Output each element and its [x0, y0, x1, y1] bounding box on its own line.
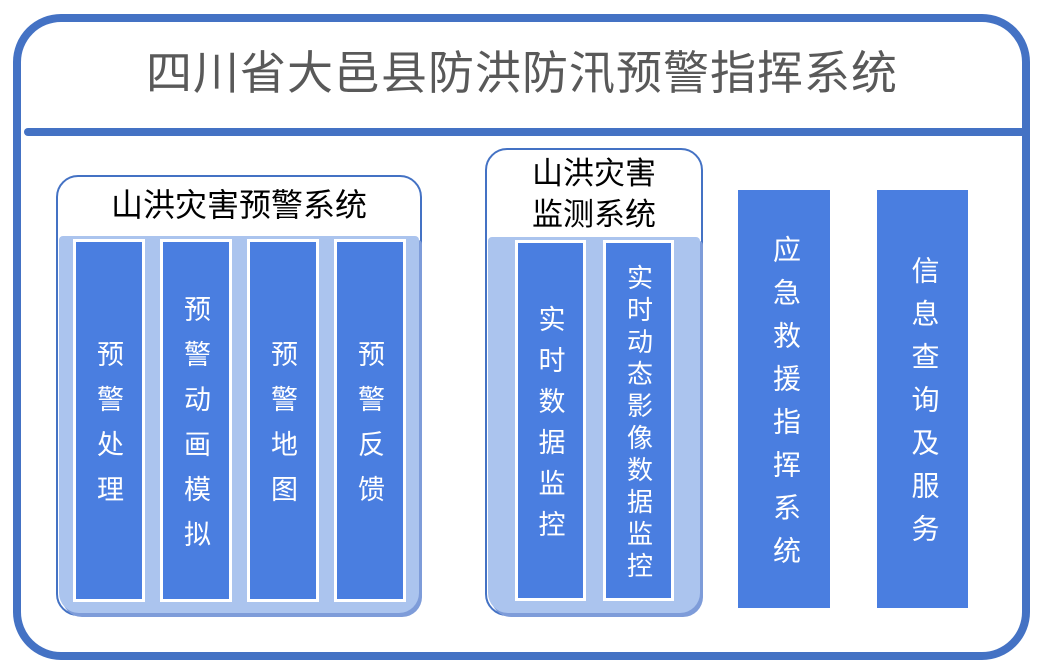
bar-warning-processing: 预警处理	[72, 239, 145, 602]
monitoring-system-bars-container: 实时数据监控 实时动态影像数据监控	[488, 237, 700, 613]
page-title: 四川省大邑县防洪防汛预警指挥系统	[146, 47, 898, 99]
bar-realtime-data-monitoring: 实时数据监控	[514, 240, 586, 601]
bar-label: 实时动态影像数据监控	[623, 263, 653, 584]
monitoring-title-line-1: 山洪灾害	[532, 156, 656, 191]
bar-label: 实时数据监控	[534, 304, 565, 551]
bar-label: 预警动画模拟	[180, 294, 210, 565]
bar-warning-animation-simulation: 预警动画模拟	[159, 239, 232, 602]
monitoring-system-box-title: 山洪灾害 监测系统	[487, 150, 701, 236]
bar-warning-feedback: 预警反馈	[333, 239, 406, 602]
warning-system-box: 山洪灾害预警系统 预警处理 预警动画模拟 预警地图 预警反馈	[56, 175, 422, 616]
bar-label: 信息查询及服务	[907, 256, 939, 557]
warning-system-box-title: 山洪灾害预警系统	[110, 187, 367, 223]
bar-label: 应急救援指挥系统	[769, 234, 800, 579]
bar-label: 预警地图	[267, 339, 297, 520]
info-query-service-bar: 信息查询及服务	[877, 190, 968, 608]
monitoring-system-box: 山洪灾害 监测系统 实时数据监控 实时动态影像数据监控	[485, 148, 703, 616]
bar-label: 预警处理	[93, 339, 123, 520]
bar-label: 预警反馈	[354, 339, 384, 520]
page-border	[13, 14, 1030, 660]
bar-realtime-dynamic-video-data-monitoring: 实时动态影像数据监控	[602, 240, 674, 601]
monitoring-title-line-2: 监测系统	[532, 197, 656, 232]
warning-system-bars-container: 预警处理 预警动画模拟 预警地图 预警反馈	[59, 236, 419, 613]
bar-warning-map: 预警地图	[246, 239, 319, 602]
emergency-rescue-command-system-bar: 应急救援指挥系统	[738, 190, 830, 608]
title-divider-line	[24, 128, 1022, 136]
